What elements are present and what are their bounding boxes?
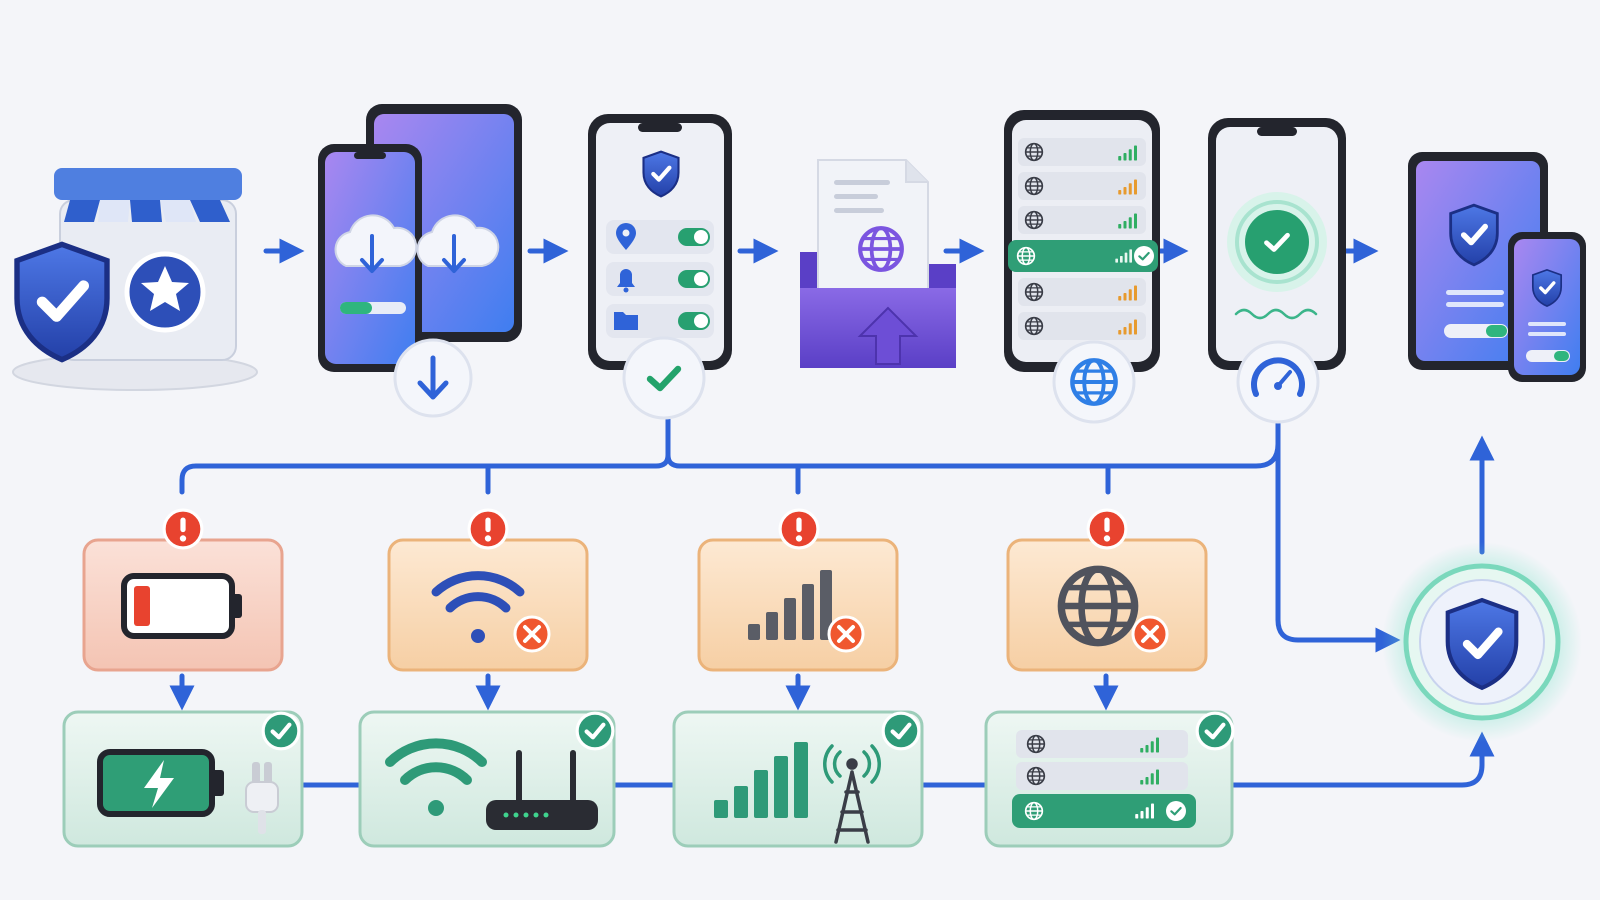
signal-bars-icon [714,742,808,818]
server-row[interactable] [1018,206,1146,234]
check-icon [1166,801,1186,821]
fix-card-connect-router[interactable] [358,710,616,848]
server-row[interactable] [1018,172,1146,200]
connection-wave [1234,308,1318,320]
step-server-select[interactable] [1004,110,1160,424]
signal-off-icon [748,570,832,640]
ok-badge-icon [263,713,299,749]
permission-row-location[interactable] [606,220,714,254]
upload-arrow-icon [857,306,919,365]
phone-line [1528,332,1566,336]
phone-notch [638,123,682,132]
fix-card-switch-server[interactable] [984,710,1233,848]
problem-card-no-internet[interactable] [1006,508,1208,672]
ok-badge-icon [883,713,919,749]
phone-notch [1257,127,1297,136]
server-row[interactable] [1018,138,1146,166]
plug-icon [245,762,279,834]
permission-row-files[interactable] [606,304,714,338]
server-row [1016,730,1188,758]
step-connected[interactable] [1208,118,1346,424]
branch-bus-right [665,417,1281,469]
doc-line [834,194,878,199]
alert-icon [1086,508,1128,550]
store-roof [54,168,242,200]
x-badge-icon [513,615,551,653]
alert-icon [778,508,820,550]
phone-line [1528,322,1566,326]
alert-icon [467,508,509,550]
ok-badge-icon [1197,713,1233,749]
battery-low-icon [121,573,242,639]
step-import-config[interactable] [800,159,956,368]
doc-line [834,180,890,185]
server-row-selected [1012,794,1196,828]
cloud-download-icon [416,214,500,273]
alert-icon [162,508,204,550]
phone-notch [354,152,386,159]
tablet-line [1446,290,1504,295]
fix-card-cell-tower[interactable] [672,710,924,848]
star-icon [141,266,189,311]
wifi-off-icon [431,571,525,643]
wifi-icon [385,738,487,816]
bell-icon [617,269,635,287]
download-progress-fill [340,302,372,314]
problem-card-no-wifi[interactable] [387,508,589,672]
arrow-fix4-final [1229,731,1495,788]
ok-badge-icon [577,713,613,749]
cell-tower-icon [823,744,881,844]
server-list [1008,138,1158,340]
router-icon [486,750,598,830]
connected-ring [1235,200,1319,284]
branch-bus [179,407,671,495]
arrow-connected-final [1275,417,1401,653]
check-circle-icon [1245,210,1309,274]
battery-charging-icon [97,749,224,817]
permissions-checkpoint[interactable] [622,336,706,420]
server-row[interactable] [1018,312,1146,340]
store-awning [64,200,230,222]
fix-card-charge-battery[interactable] [62,710,304,848]
final-protected-state[interactable] [1382,542,1582,742]
problem-card-low-battery[interactable] [82,508,284,672]
step-app-store[interactable] [13,168,258,391]
folder-icon [614,312,638,330]
x-badge-icon [827,615,865,653]
check-icon [1134,246,1154,266]
step-download[interactable] [318,104,522,418]
server-row[interactable] [1018,278,1146,306]
server-row [1016,762,1188,790]
step-permissions[interactable] [588,114,732,420]
x-badge-icon [1131,615,1169,653]
problem-card-weak-signal[interactable] [697,508,899,672]
doc-line [834,208,884,213]
server-row-selected[interactable] [1008,240,1158,272]
permission-row-notifications[interactable] [606,262,714,296]
speedometer-icon [1251,357,1305,397]
tablet-line [1446,302,1504,307]
arrow-down-icon [417,355,449,400]
cloud-download-icon [334,214,418,273]
step-protected-devices[interactable] [1408,152,1586,382]
